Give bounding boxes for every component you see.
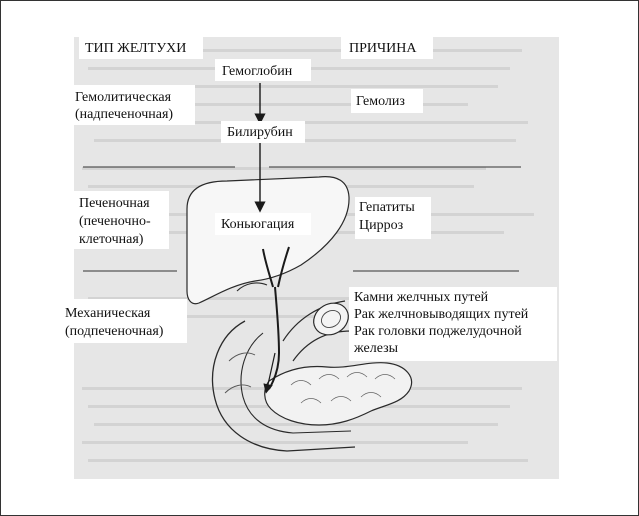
duodenum-fold xyxy=(224,352,256,394)
liver-hilum xyxy=(236,282,268,292)
hepatic-duct-left xyxy=(262,248,274,288)
scan-text-line xyxy=(88,297,492,300)
cause-mechanical-line2: Рак желчновыводящих путей xyxy=(354,307,529,322)
conjugation-label: Коньюгация xyxy=(221,217,295,232)
stomach-tube-opening xyxy=(313,302,349,336)
hemoglobin-label: Гемоглобин xyxy=(222,64,293,79)
scan-text-line xyxy=(82,441,468,444)
type-hemolytic-line1: Гемолитическая xyxy=(75,90,172,105)
common-bile-duct xyxy=(268,286,281,390)
scan-text-line xyxy=(82,167,486,170)
type-mechanical-line1: Механическая xyxy=(65,306,151,321)
scan-text-line xyxy=(94,423,498,426)
type-hemolytic-line2: (надпеченочная) xyxy=(75,107,174,122)
pancreas-lobules xyxy=(290,372,396,404)
duodenum-inner xyxy=(240,332,352,434)
type-hepatic-line2: (печеночно- xyxy=(79,214,151,229)
type-column-header: ТИП ЖЕЛТУХИ xyxy=(85,41,187,56)
scan-text-line xyxy=(94,315,480,318)
scan-text-line xyxy=(82,103,468,106)
type-hepatic-line1: Печеночная xyxy=(79,196,150,211)
cause-mechanical-line3: Рак головки поджелудочной xyxy=(354,324,522,339)
cause-mechanical-line4: железы xyxy=(354,341,399,356)
duodenum-outline xyxy=(211,320,356,452)
pancreas-outline xyxy=(264,362,413,426)
scan-text-line xyxy=(94,85,498,88)
bilirubin-label: Билирубин xyxy=(227,125,293,140)
type-hepatic-line3: клеточная) xyxy=(79,232,144,247)
liver-outline xyxy=(186,176,350,305)
arrow-duct-to-duodenum xyxy=(263,352,276,394)
scan-text-line xyxy=(88,121,528,124)
cause-hepatic-line1: Гепатиты xyxy=(359,200,415,215)
scan-text-line xyxy=(82,49,522,52)
scan-text-line xyxy=(88,459,528,462)
cause-column-header: ПРИЧИНА xyxy=(349,41,417,56)
cause-hepatic-line2: Цирроз xyxy=(359,218,404,233)
type-mechanical-line2: (подпеченочная) xyxy=(65,324,164,339)
scan-text-line xyxy=(94,139,516,142)
cause-hemolytic-line1: Гемолиз xyxy=(356,94,405,109)
stomach-tube xyxy=(282,300,352,362)
hepatic-duct-right xyxy=(277,246,290,288)
cause-mechanical-line1: Камни желчных путей xyxy=(354,290,489,305)
stomach-tube-opening-inner xyxy=(321,310,341,328)
